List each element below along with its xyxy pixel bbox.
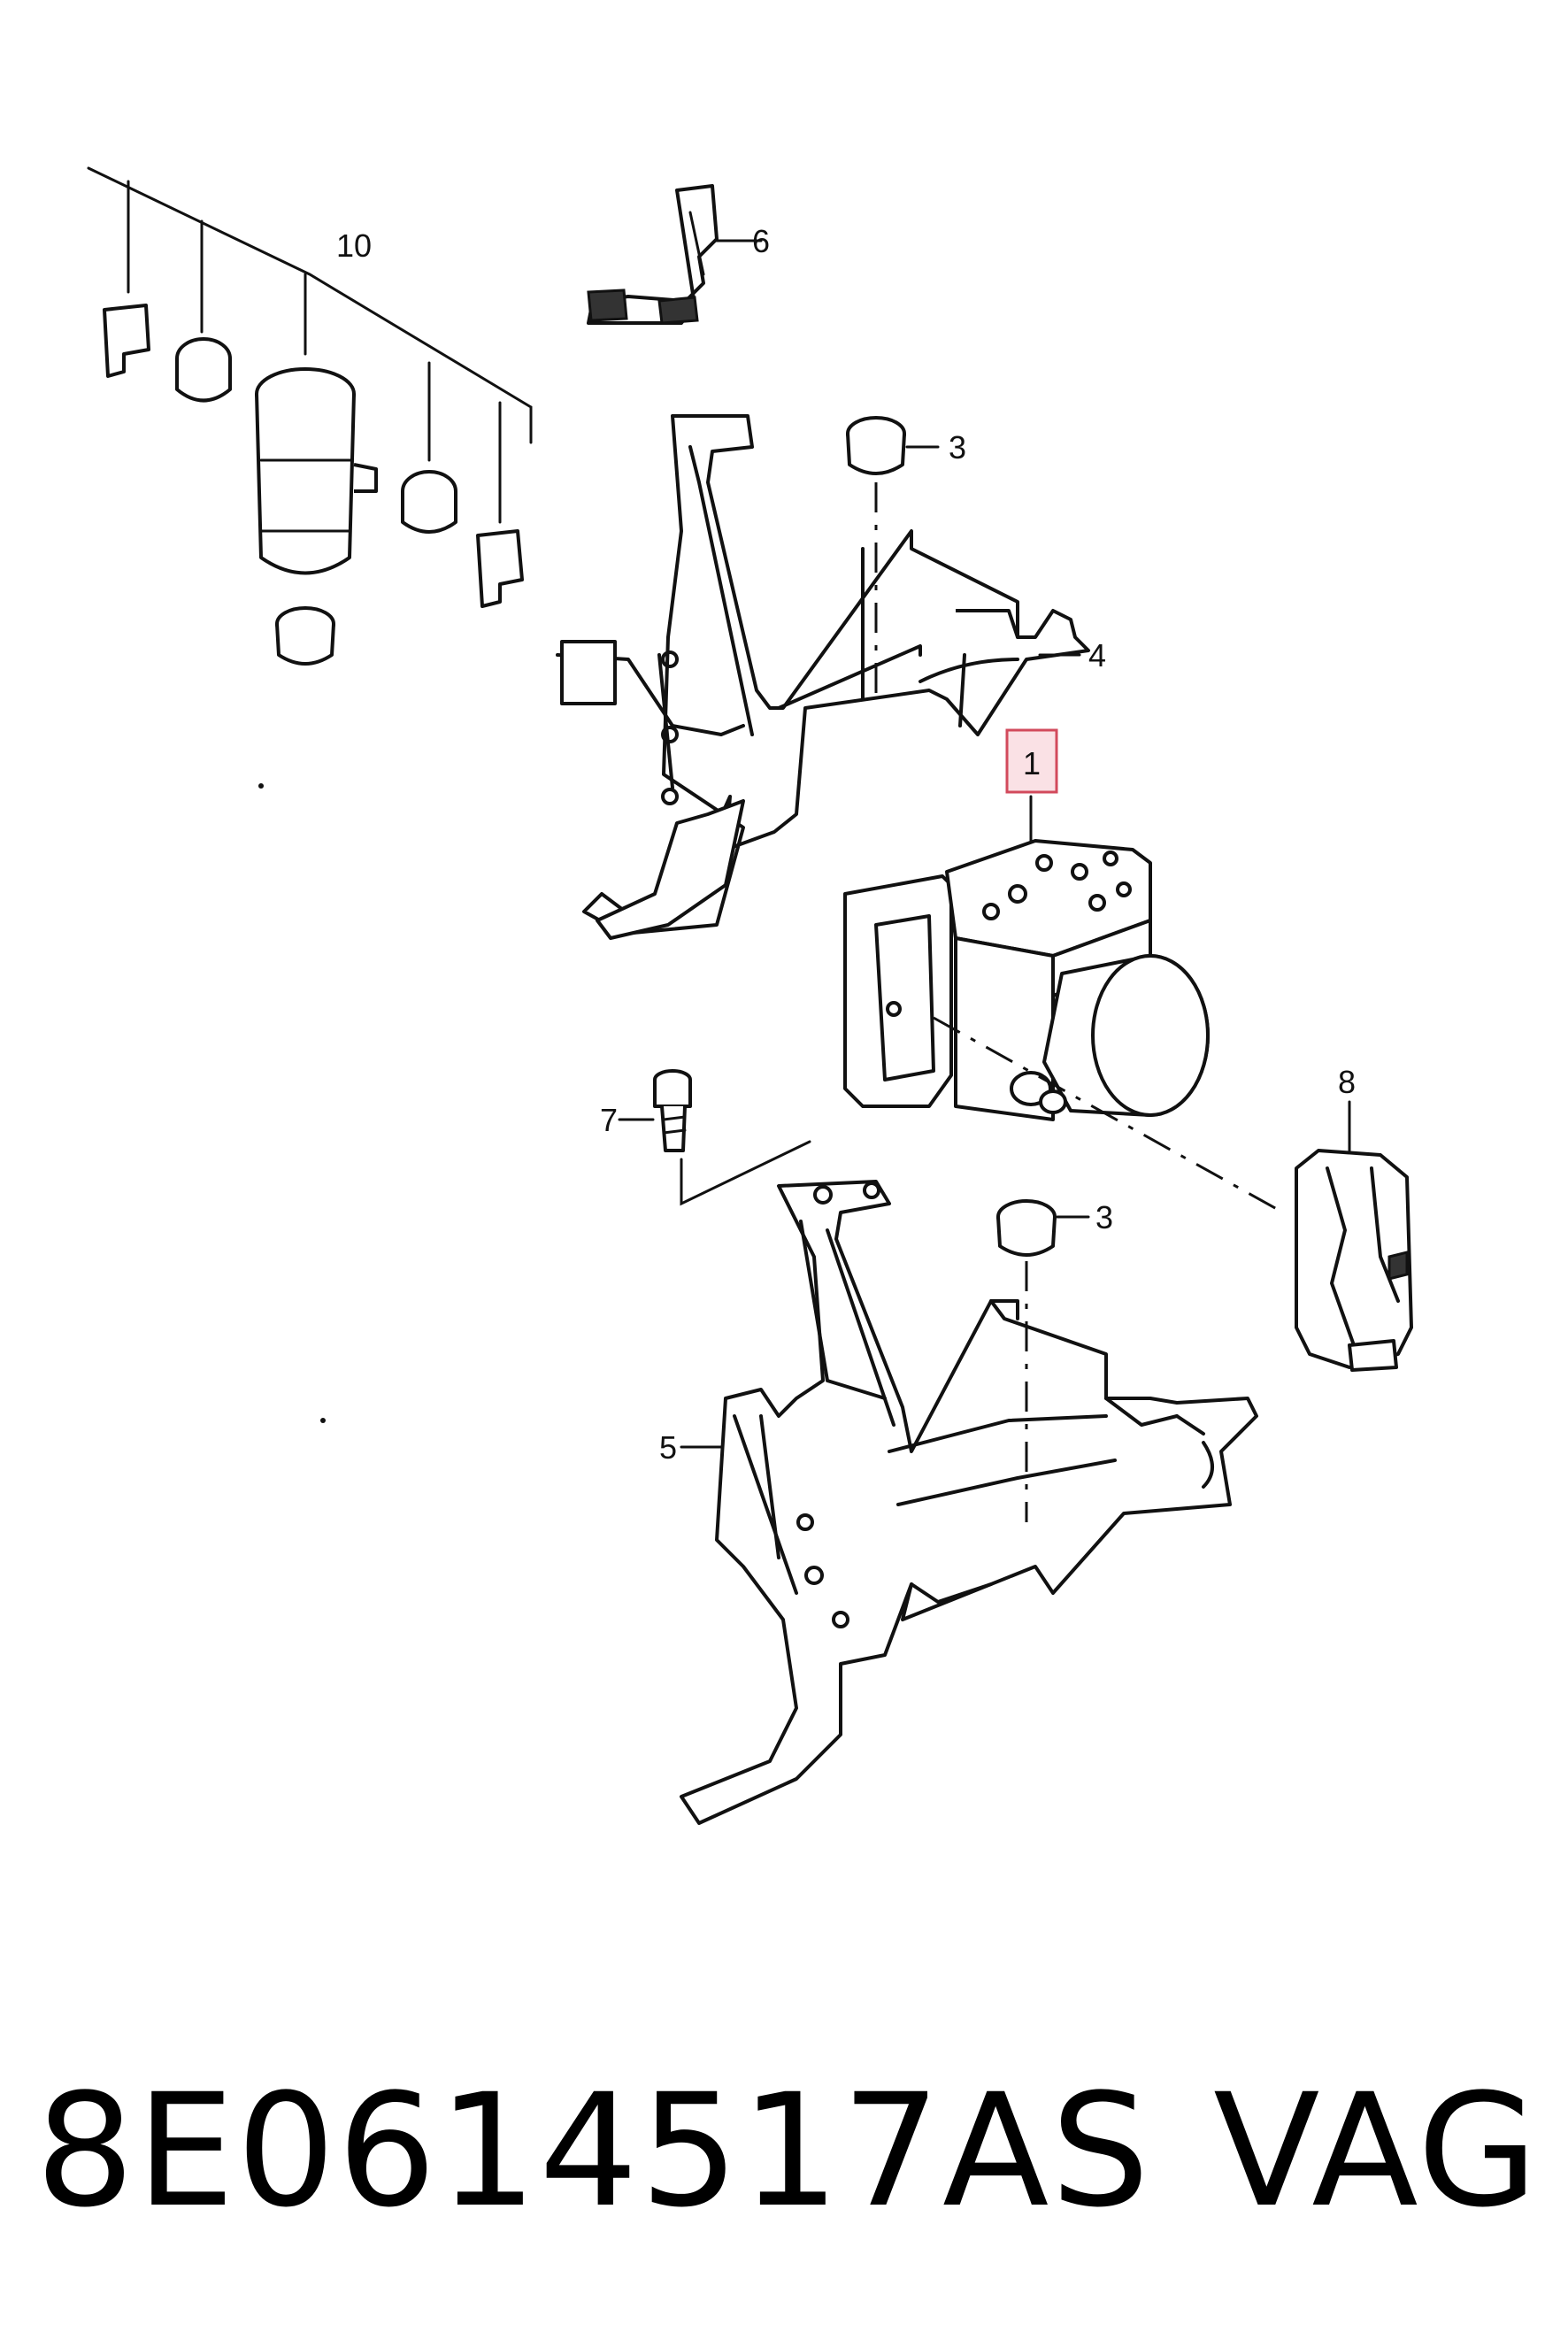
part-caption: 8E0614517AS VAG [35,2036,1540,2266]
callout-10: 10 [336,227,372,264]
part-3-lower-grommet [996,1199,1090,1522]
part-8-connector-housing [1295,1100,1413,1372]
exploded-parts-diagram: 1 3 3 4 5 6 7 8 10 [87,166,1413,1825]
callout-8: 8 [1338,1064,1356,1100]
callout-3-upper: 3 [949,429,966,466]
callout-1: 1 [1023,745,1041,781]
part-3-upper-grommet [846,416,940,699]
callout-7: 7 [600,1102,618,1138]
callout-6: 6 [752,223,770,259]
part-4-upper-bracket [556,414,1090,935]
callout-5: 5 [659,1429,677,1466]
callout-3-lower: 3 [1095,1199,1113,1235]
part-10-accumulator-assembly [87,166,533,666]
part-5-lower-bracket [680,1180,1258,1825]
callout-4: 4 [1088,637,1106,674]
part-6-connector-strip [587,184,763,325]
part-1-abs-hydraulic-unit [843,795,1210,1121]
part-7-bolt [618,1069,811,1206]
part-1-highlight-box [1005,728,1058,794]
brand-label: VAG [1213,2059,1540,2242]
part-number: 8E0614517AS [35,2059,1152,2242]
